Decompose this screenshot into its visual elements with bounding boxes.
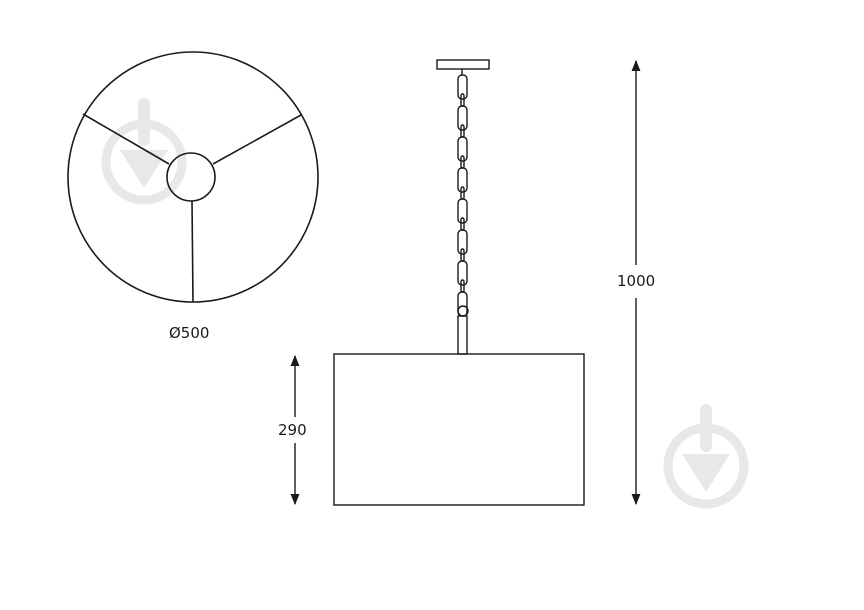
- shade-top-view: [67, 51, 319, 303]
- chain-link: [457, 229, 468, 255]
- chain-link: [457, 198, 468, 224]
- chain-link: [460, 248, 465, 262]
- shade-spoke-right: [212, 114, 302, 165]
- shade-height-label: 290: [278, 421, 307, 439]
- chain-link: [460, 186, 465, 200]
- shade-center-ring: [166, 152, 216, 202]
- total-height-label: 1000: [616, 272, 657, 290]
- chain-link: [457, 105, 468, 131]
- ceiling-canopy: [436, 59, 490, 70]
- chain: [457, 74, 468, 317]
- chain-link: [457, 167, 468, 193]
- watermark-logo-icon-top: [101, 98, 187, 205]
- watermark-logo-icon-bottom: [663, 404, 749, 509]
- chain-link: [460, 155, 465, 169]
- chain-link: [457, 136, 468, 162]
- chain-link: [460, 124, 465, 138]
- diameter-label: Ø500: [169, 324, 210, 342]
- chain-link: [457, 74, 468, 100]
- chain-link: [460, 93, 465, 107]
- shade-spoke-bottom: [191, 200, 194, 303]
- rod: [457, 315, 468, 355]
- shade-side-view: [333, 353, 585, 506]
- shade-spoke-left: [82, 113, 170, 165]
- chain-link: [457, 291, 468, 317]
- chain-link: [460, 279, 465, 293]
- chain-link: [457, 260, 468, 286]
- chain-link: [460, 217, 465, 231]
